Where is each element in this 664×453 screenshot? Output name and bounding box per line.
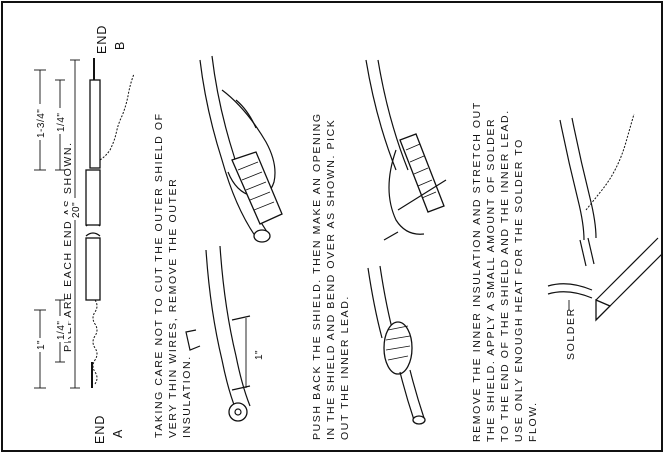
- step2-dim: 1": [254, 350, 265, 360]
- step1-line1: TAKING CARE NOT TO CUT THE OUTER SHIELD …: [153, 112, 165, 438]
- dim-b-inner: 1/4": [56, 113, 67, 132]
- dim-total: 20": [71, 202, 82, 218]
- step2-shield-illustration: [366, 60, 446, 424]
- step3-line2: THE SHIELD. APPLY A SMALL AMOUNT OF SOLD…: [485, 118, 497, 442]
- dim-b-outer: 1-3/4": [36, 109, 47, 138]
- step3-line1: REMOVE THE INNER INSULATION AND STRETCH …: [471, 101, 483, 442]
- dim-a-inner: 1/4": [56, 321, 67, 340]
- step2-line1: PUSH BACK THE SHIELD. THEN MAKE AN OPENI…: [311, 112, 323, 440]
- end-b-letter: B: [113, 41, 127, 50]
- step1-cutting-illustration: [186, 56, 282, 421]
- solder-label: SOLDER: [565, 307, 577, 360]
- end-b-word: END: [95, 25, 109, 54]
- step3-line3: TO THE END OF THE SHIELD AND THE INNER L…: [499, 109, 511, 442]
- step2-line3: OUT THE INNER LEAD.: [339, 295, 351, 440]
- step2-line2: IN THE SHIELD AND BEND OVER AS SHOWN. PI…: [325, 119, 337, 440]
- prepared-cable: [86, 58, 134, 388]
- end-a-letter: A: [111, 429, 125, 438]
- step3-solder-illustration: [548, 114, 662, 320]
- end-a-word: END: [93, 415, 107, 444]
- step3-line4: USE ONLY ENOUGH HEAT FOR THE SOLDER TO: [513, 138, 525, 442]
- step1-line2: VERY THIN WIRES, REMOVE THE OUTER: [167, 178, 179, 438]
- dim-a-outer: 1": [36, 340, 47, 350]
- step1-line3: INSULATION.: [181, 355, 193, 438]
- step3-line5: FLOW.: [527, 401, 539, 442]
